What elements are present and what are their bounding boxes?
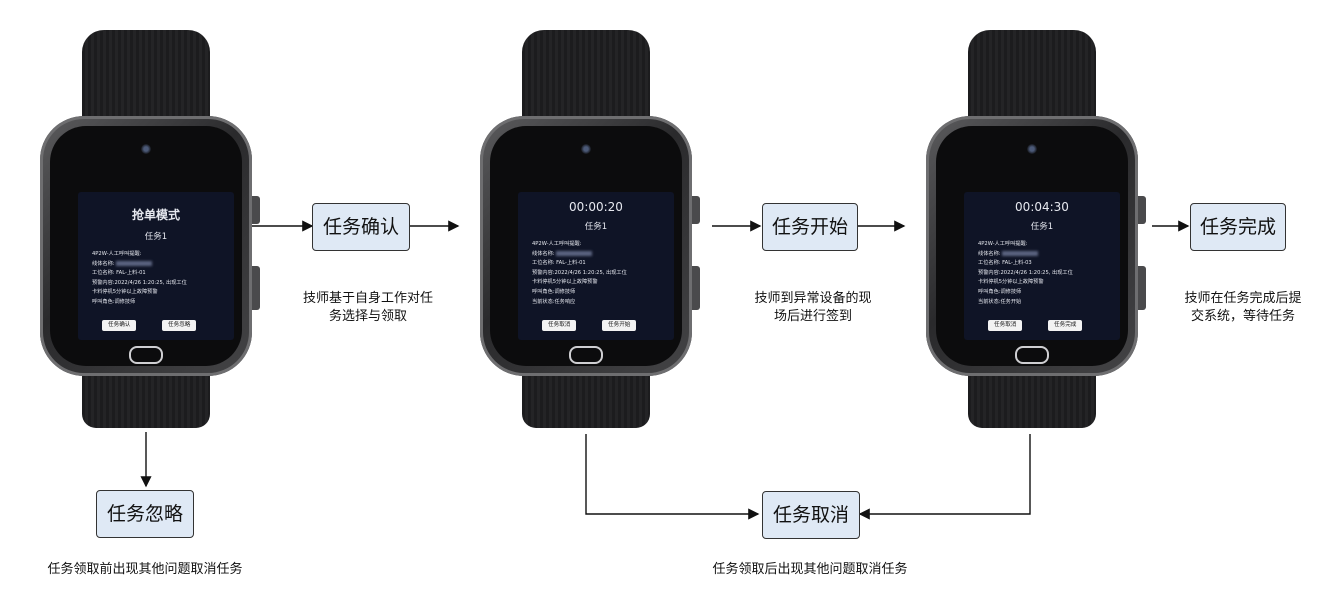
screen-subtitle: 任务1	[144, 232, 168, 242]
camera-icon	[581, 144, 591, 154]
box-task-complete: 任务完成	[1190, 203, 1286, 251]
arrow-watch2-to-cancel	[585, 434, 760, 520]
screen-subtitle: 任务1	[1030, 222, 1054, 232]
caption-ignore: 任务领取前出现其他问题取消任务	[47, 562, 243, 577]
crown-button	[692, 196, 700, 224]
box-task-ignore: 任务忽略	[96, 490, 194, 538]
camera-icon	[141, 144, 151, 154]
watch-task-started: 00:04:30 任务1 4P2W-人工呼叫提醒: 线体名称: 工位名称: FA…	[926, 30, 1146, 430]
watch-strap-top	[522, 30, 650, 126]
alert-line: 当前状态:任务开始	[978, 298, 1022, 305]
side-button	[1138, 266, 1146, 310]
box-task-cancel: 任务取消	[762, 491, 860, 539]
watch-grab-mode: 抢单模式 任务1 4P2W-人工呼叫提醒: 线体名称: 工位名称: FAL-上料…	[40, 30, 260, 430]
alert-line: 4P2W-人工呼叫提醒:	[978, 241, 1028, 247]
watch-task-response: 00:00:20 任务1 4P2W-人工呼叫提醒: 线体名称: 工位名称: FA…	[480, 30, 700, 430]
watch-case: 抢单模式 任务1 4P2W-人工呼叫提醒: 线体名称: 工位名称: FAL-上料…	[40, 116, 260, 376]
alert-line: 当前状态:任务响应	[532, 298, 576, 305]
elapsed-timer: 00:00:20	[569, 200, 623, 214]
side-button	[252, 266, 260, 310]
alert-line: 工位名称: FAL-上料-01	[532, 260, 586, 267]
blurred-value	[556, 250, 593, 256]
alert-line: 预警内容:2022/4/26 1:20:25, 出现工位	[532, 269, 627, 276]
watch-strap-top	[82, 30, 210, 126]
arrow-watch3-to-cancel	[858, 434, 1031, 520]
crown-button	[1138, 196, 1146, 224]
alert-line: 呼叫角色:调修技师	[92, 298, 136, 305]
task-start-button[interactable]: 任务开始	[602, 320, 637, 331]
task-cancel-button[interactable]: 任务取消	[542, 320, 577, 331]
watch-case: 00:04:30 任务1 4P2W-人工呼叫提醒: 线体名称: 工位名称: FA…	[926, 116, 1146, 376]
crown-button	[252, 196, 260, 224]
caption-start: 技师到异常设备的现场后进行签到	[754, 291, 872, 324]
blurred-value	[116, 260, 153, 266]
box-task-confirm: 任务确认	[312, 203, 410, 251]
alert-line: 卡料停机5分钟以上故障预警	[92, 289, 158, 296]
alert-line: 线体名称:	[978, 250, 1073, 260]
task-confirm-button[interactable]: 任务确认	[102, 320, 137, 331]
alert-line: 工位名称: FAL-上料-01	[92, 270, 146, 277]
caption-complete: 技师在任务完成后提交系统，等待任务	[1184, 291, 1302, 324]
alert-line: 卡料停机5分钟以上故障预警	[978, 279, 1044, 286]
box-task-start: 任务开始	[762, 203, 858, 251]
alert-line: 4P2W-人工呼叫提醒:	[92, 251, 142, 257]
screen-subtitle: 任务1	[584, 222, 608, 232]
home-button[interactable]	[569, 346, 603, 364]
alert-line: 预警内容:2022/4/26 1:20:25, 出现工位	[978, 269, 1073, 276]
elapsed-timer: 00:04:30	[1015, 200, 1069, 214]
alert-line: 线体名称:	[92, 260, 187, 270]
alert-line: 呼叫角色:调修技师	[532, 288, 576, 295]
task-ignore-button[interactable]: 任务忽略	[162, 320, 197, 331]
alert-line: 预警内容:2022/4/26 1:20:25, 出现工位	[92, 279, 187, 286]
alert-details: 4P2W-人工呼叫提醒: 线体名称: 工位名称: FAL-上料-03 预警内容:…	[978, 240, 1073, 307]
watch-bezel: 00:00:20 任务1 4P2W-人工呼叫提醒: 线体名称: 工位名称: FA…	[490, 126, 682, 366]
home-button[interactable]	[129, 346, 163, 364]
screen-title: 抢单模式	[131, 208, 180, 222]
camera-icon	[1027, 144, 1037, 154]
watch-bezel: 抢单模式 任务1 4P2W-人工呼叫提醒: 线体名称: 工位名称: FAL-上料…	[50, 126, 242, 366]
caption-confirm: 技师基于自身工作对任务选择与领取	[302, 291, 433, 324]
alert-details: 4P2W-人工呼叫提醒: 线体名称: 工位名称: FAL-上料-01 预警内容:…	[92, 250, 187, 308]
home-button[interactable]	[1015, 346, 1049, 364]
alert-details: 4P2W-人工呼叫提醒: 线体名称: 工位名称: FAL-上料-01 预警内容:…	[532, 240, 627, 307]
task-cancel-button[interactable]: 任务取消	[988, 320, 1023, 331]
alert-line: 4P2W-人工呼叫提醒:	[532, 241, 582, 247]
watch-bezel: 00:04:30 任务1 4P2W-人工呼叫提醒: 线体名称: 工位名称: FA…	[936, 126, 1128, 366]
alert-line: 卡料停机5分钟以上故障预警	[532, 279, 598, 286]
watch-strap-top	[968, 30, 1096, 126]
task-complete-button[interactable]: 任务完成	[1048, 320, 1083, 331]
alert-line: 呼叫角色:调修技师	[978, 288, 1022, 295]
blurred-value	[1002, 250, 1039, 256]
side-button	[692, 266, 700, 310]
watch-screen: 00:04:30 任务1 4P2W-人工呼叫提醒: 线体名称: 工位名称: FA…	[964, 192, 1120, 340]
alert-line: 线体名称:	[532, 250, 627, 260]
watch-screen: 00:00:20 任务1 4P2W-人工呼叫提醒: 线体名称: 工位名称: FA…	[518, 192, 674, 340]
watch-screen: 抢单模式 任务1 4P2W-人工呼叫提醒: 线体名称: 工位名称: FAL-上料…	[78, 192, 234, 340]
alert-line: 工位名称: FAL-上料-03	[978, 260, 1032, 267]
watch-case: 00:00:20 任务1 4P2W-人工呼叫提醒: 线体名称: 工位名称: FA…	[480, 116, 700, 376]
caption-cancel: 任务领取后出现其他问题取消任务	[712, 562, 908, 577]
